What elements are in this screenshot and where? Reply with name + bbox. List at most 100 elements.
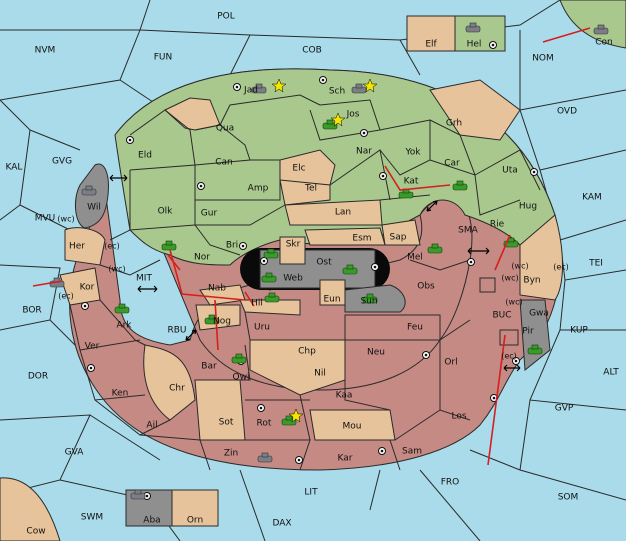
province-hil[interactable]: [239, 299, 301, 316]
province-skr[interactable]: [279, 236, 306, 265]
tank-icon[interactable]: [351, 83, 367, 94]
tank-icon[interactable]: [161, 240, 177, 251]
province-label-elf: Elf: [425, 40, 437, 50]
supply-center-icon: [87, 364, 95, 372]
province-label-hil: Hil: [251, 299, 263, 309]
province-elf[interactable]: [406, 15, 456, 52]
province-orn[interactable]: [171, 489, 219, 527]
tank-icon[interactable]: [263, 248, 279, 259]
star-icon: [271, 78, 287, 93]
coast-label: (wc): [505, 298, 522, 307]
province-label-chp: Chp: [298, 347, 316, 357]
star-icon: [288, 408, 304, 423]
province-label-aba: Aba: [143, 516, 160, 526]
sea-label-alt: ALT: [603, 368, 619, 378]
province-wil[interactable]: [304, 227, 386, 246]
tank-icon[interactable]: [452, 180, 468, 191]
supply-center-icon: [512, 357, 520, 365]
province-label-sch: Sch: [329, 87, 345, 97]
province-label-nog: Nog: [213, 317, 231, 327]
province-label-los: Los: [451, 412, 466, 422]
tank-icon[interactable]: [427, 243, 443, 254]
province-label-nab: Nab: [208, 284, 226, 294]
sea-label-fro: FRO: [441, 478, 460, 488]
sea-label-rbu: RBU: [167, 326, 186, 336]
coast-label: (ec): [104, 242, 120, 251]
province-label-skr: Skr: [286, 240, 301, 250]
tank-icon[interactable]: [257, 452, 273, 463]
supply-center-icon: [143, 492, 151, 500]
province-label-con: Con: [595, 38, 613, 48]
province-label-mel: Mel: [407, 253, 423, 263]
province-label-grh: Grh: [446, 119, 462, 129]
sea-label-gvp: GVP: [555, 404, 574, 414]
province-esm[interactable]: [381, 219, 421, 246]
province-feu[interactable]: [344, 314, 441, 341]
stars: [271, 78, 378, 423]
province-eld[interactable]: [429, 79, 521, 141]
province-label-mou: Mou: [343, 422, 362, 432]
province-label-uta: Uta: [502, 166, 518, 176]
supply-center-icon: [126, 136, 134, 144]
tank-icon[interactable]: [264, 292, 280, 303]
tank-icon[interactable]: [251, 83, 267, 94]
tank-icon[interactable]: [130, 489, 146, 500]
province-label-ken: Ken: [112, 389, 129, 399]
star-icon: [330, 112, 346, 127]
province-label-kar: Kar: [338, 454, 353, 464]
province-chr[interactable]: [143, 344, 196, 421]
province-byn-box[interactable]: [479, 277, 496, 293]
tank-icon[interactable]: [231, 353, 247, 364]
sea-label-swm: SWM: [81, 513, 103, 523]
province-eun[interactable]: [319, 279, 346, 306]
tank-icon[interactable]: [527, 344, 543, 355]
province-label-car: Car: [444, 159, 460, 169]
tank-icon[interactable]: [261, 272, 277, 283]
tank-icon[interactable]: [81, 185, 97, 196]
province-label-bar: Bar: [201, 362, 217, 372]
sea-label-dor: DOR: [28, 372, 48, 382]
province-byn[interactable]: [519, 214, 563, 301]
province-label-esm: Esm: [352, 234, 371, 244]
sea-label-som: SOM: [558, 493, 579, 503]
province-gaw[interactable]: [74, 163, 109, 229]
province-label-kat: Kat: [404, 177, 419, 187]
labels: POLNVMFUNCOBNOMOVDKALGVGKAMMVUSMATEIBORM…: [6, 12, 620, 537]
province-label-orn: Orn: [187, 516, 203, 526]
tank-icon[interactable]: [593, 24, 609, 35]
supply-center-icon: [295, 456, 303, 464]
tank-icon[interactable]: [362, 293, 378, 304]
province-label-byn: Byn: [523, 276, 540, 286]
province-label-nil: Nil: [314, 369, 326, 379]
tank-icon[interactable]: [322, 119, 338, 130]
tank-icon[interactable]: [465, 22, 481, 33]
province-label-gur: Gur: [201, 209, 218, 219]
province-pir[interactable]: [519, 299, 551, 371]
province-label-orl: Orl: [444, 358, 457, 368]
province-her[interactable]: [64, 227, 106, 266]
sea-label-kal: KAL: [6, 163, 23, 173]
sea-label-ovd: OVD: [557, 107, 577, 117]
province-olk[interactable]: [279, 179, 331, 206]
sea-label-gvg: GVG: [52, 157, 72, 167]
sea-label-lit: LIT: [304, 488, 318, 498]
province-label-kor: Kor: [80, 283, 95, 293]
sea-label-cob: COB: [302, 46, 322, 56]
province-sot[interactable]: [194, 379, 246, 441]
supply-center-icon: [422, 351, 430, 359]
province-label-nor: Nor: [194, 253, 210, 263]
coast-label: (ec): [58, 292, 74, 301]
sea-label-kup: KUP: [570, 326, 588, 336]
province-bucbox[interactable]: [499, 329, 519, 346]
tank-icon[interactable]: [342, 264, 358, 275]
tank-icon[interactable]: [114, 303, 130, 314]
sea-label-kam: KAM: [582, 193, 602, 203]
supply-center-icon: [81, 302, 89, 310]
province-label-ost: Ost: [316, 258, 332, 268]
province-hug[interactable]: [284, 199, 383, 226]
province-label-elc: Elc: [292, 164, 305, 174]
province-label-ark: Ark: [116, 321, 132, 331]
convoy-arrow-icon: [542, 27, 591, 43]
province-label-uru: Uru: [254, 323, 270, 333]
